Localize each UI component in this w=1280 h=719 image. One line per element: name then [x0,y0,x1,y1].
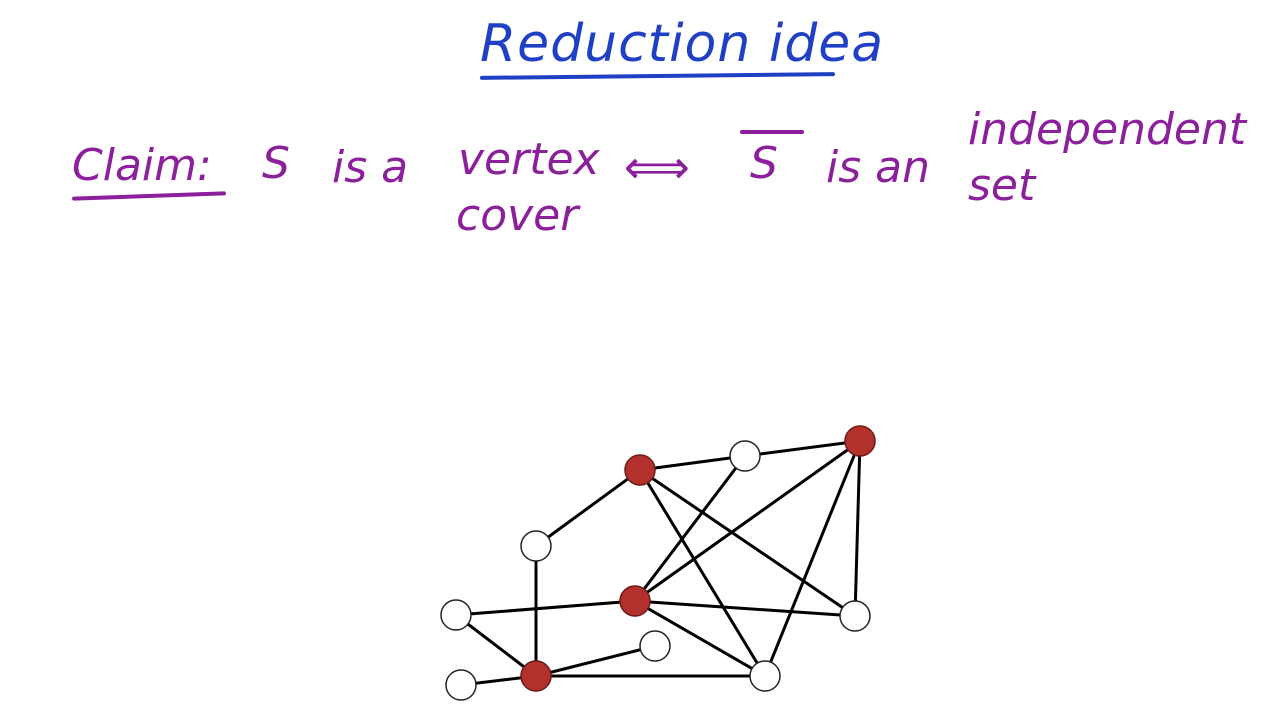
graph-node-b [729,440,761,472]
claim-label: Claim: [72,140,212,191]
graph-node-f [440,599,472,631]
set-text: set [968,160,1036,211]
iff-arrow-icon: ⟺ [624,140,690,194]
graph-edge-a-g [639,468,856,618]
complement-bar [740,130,804,134]
graph-edge-a-b [639,454,746,472]
graph-edge-f-e [455,599,636,617]
cover-node-j [520,660,552,692]
vertex-text: vertex [458,134,600,185]
graph-edge-b-c [744,439,861,458]
graph-edge-c-e [634,439,861,603]
graph-node-k [749,660,781,692]
independent-text: independent [968,104,1247,155]
graph-edge-e-k [634,599,766,678]
graph-edge-c-k [763,440,862,677]
graph-node-d [520,530,552,562]
graph-edge-j-h [535,644,656,678]
graph-node-g [839,600,871,632]
set-s: S [262,138,290,189]
graph-edge-a-k [638,469,767,677]
graph-edge-e-g [634,599,856,618]
graph-edge-a-d [535,468,641,548]
cover-node-c [844,425,876,457]
cover-text: cover [456,190,579,241]
set-s-complement: S [750,138,778,189]
slide-title: Reduction idea [480,14,885,74]
is-a-text: is a [332,142,409,193]
cover-node-a [624,454,656,486]
graph-node-i [445,669,477,701]
is-an-text: is an [826,142,930,193]
graph-node-h [639,630,671,662]
cover-node-e [619,585,651,617]
graph-edge-f-j [455,613,537,678]
graph-edge-b-e [633,455,747,602]
graph-edge-c-g [853,440,862,617]
